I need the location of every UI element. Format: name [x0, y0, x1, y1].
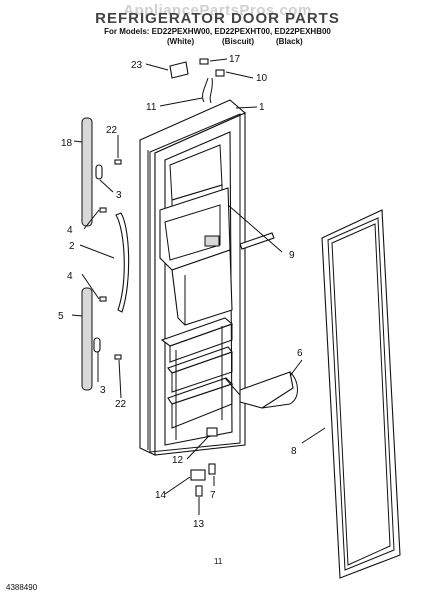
variant-black: (Black) — [276, 37, 303, 46]
document-code: 4388490 — [6, 583, 38, 592]
callout-2: 2 — [69, 241, 75, 252]
callout-22-upper: 22 — [106, 125, 118, 136]
wire-connector — [169, 61, 189, 79]
wire-harness-11 — [202, 77, 213, 104]
trim-strip-lower — [81, 287, 93, 391]
page-number: 11 — [214, 557, 223, 566]
callout-6: 6 — [297, 348, 303, 359]
screw-4-lower — [99, 296, 107, 302]
callout-8: 8 — [291, 446, 297, 457]
callout-11: 11 — [146, 102, 157, 113]
callout-12: 12 — [172, 455, 184, 466]
callout-22-lower: 22 — [115, 399, 127, 410]
watermark: AppliancePartsPros.com — [123, 2, 312, 19]
screw-4-upper — [99, 207, 107, 213]
hinge-bracket-14 — [190, 469, 206, 481]
screw-17 — [199, 58, 209, 65]
screw-22-upper — [114, 159, 122, 165]
clip-3-upper — [95, 164, 103, 180]
callout-7: 7 — [210, 490, 216, 501]
callout-9: 9 — [289, 250, 295, 261]
model-list: For Models: ED22PEXHW00, ED22PEXHT00, ED… — [104, 27, 331, 36]
callout-4-upper: 4 — [67, 225, 73, 236]
callout-14: 14 — [155, 490, 167, 501]
variant-biscuit: (Biscuit) — [222, 37, 254, 46]
door-gasket — [321, 209, 401, 579]
variant-white: (White) — [167, 37, 195, 46]
callout-5: 5 — [58, 311, 64, 322]
freezer-door — [139, 99, 247, 456]
clip-3-lower — [93, 337, 101, 353]
trim-strip-upper — [81, 117, 93, 227]
bushing-7 — [208, 463, 216, 475]
door-bin — [239, 371, 298, 409]
callout-3-upper: 3 — [116, 190, 122, 201]
callout-17: 17 — [229, 54, 241, 65]
callout-4-lower: 4 — [67, 271, 73, 282]
screw-22-lower — [114, 354, 122, 360]
leader-lines — [71, 58, 326, 515]
callout-10: 10 — [256, 73, 268, 84]
callout-3-lower: 3 — [100, 385, 106, 396]
callout-23: 23 — [131, 60, 143, 71]
page-title: REFRIGERATOR DOOR PARTS — [95, 10, 340, 27]
callout-18: 18 — [61, 138, 73, 149]
callout-13: 13 — [193, 519, 205, 530]
callout-1: 1 — [259, 102, 265, 113]
screw-13 — [195, 485, 203, 497]
hinge-12 — [206, 427, 218, 437]
fitting-10 — [215, 69, 225, 77]
door-handle — [115, 212, 130, 313]
